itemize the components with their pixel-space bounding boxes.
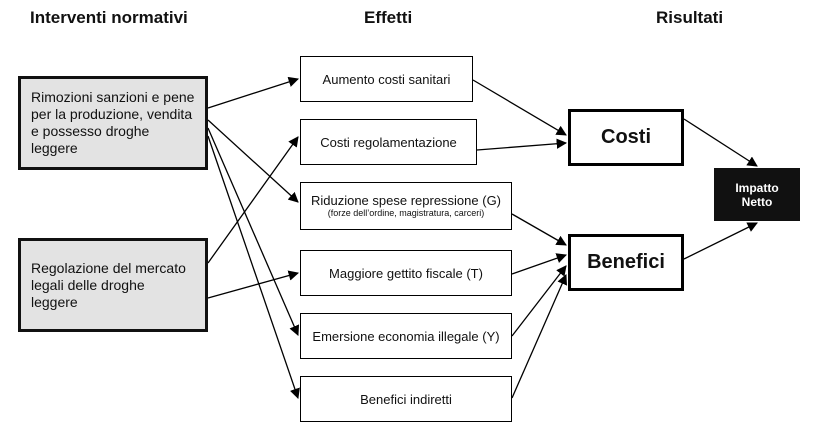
input-regolazione-mercato: Regolazione del mercato legali delle dro… bbox=[18, 238, 208, 332]
arrow-benefici-indiretti-benefici bbox=[511, 274, 567, 399]
effect-benefici-indiretti: Benefici indiretti bbox=[300, 376, 512, 422]
arrow-emersione-benefici bbox=[511, 265, 567, 337]
arrow-benefici-impatto bbox=[683, 222, 758, 260]
header-effetti: Effetti bbox=[364, 8, 413, 27]
arrow-rimozione-emersione bbox=[207, 127, 300, 336]
effect-label: Costi regolamentazione bbox=[320, 134, 457, 150]
arrow-gettito-benefici bbox=[511, 253, 567, 275]
effect-label: Riduzione spese repressione (G) bbox=[310, 193, 502, 208]
input-regolazione-label: Regolazione del mercato legali delle dro… bbox=[31, 259, 186, 310]
result-costi: Costi bbox=[568, 109, 684, 166]
effect-label: Aumento costi sanitari bbox=[322, 71, 451, 87]
effect-sublabel: (forze dell’ordine, magistratura, carcer… bbox=[327, 208, 485, 218]
input-rimozione-label: Rimozioni sanzioni e pene per la produzi… bbox=[31, 89, 195, 156]
arrow-regolazione-gettito bbox=[207, 270, 300, 299]
result-benefici: Benefici bbox=[568, 234, 684, 291]
arrow-regolazione-costi-regolamentazione bbox=[207, 136, 299, 264]
result-label: Costi bbox=[601, 126, 651, 148]
effect-emersione-economia-illegale: Emersione economia illegale (Y) bbox=[300, 313, 512, 359]
effect-label: Emersione economia illegale (Y) bbox=[312, 328, 500, 344]
header-risultati: Risultati bbox=[656, 8, 724, 27]
effect-costi-regolamentazione: Costi regolamentazione bbox=[300, 119, 477, 165]
result-impatto-netto: Impatto Netto bbox=[714, 168, 800, 221]
effect-aumento-costi-sanitari: Aumento costi sanitari bbox=[300, 56, 473, 102]
arrow-rimozione-riduzione-spese bbox=[207, 119, 299, 203]
arrow-rimozione-costi-sanitari bbox=[207, 76, 299, 109]
arrow-costi-impatto bbox=[683, 118, 758, 167]
arrow-riduzione-spese-benefici bbox=[511, 213, 567, 246]
header-interventi: Interventi normativi bbox=[30, 8, 188, 27]
result-label: Benefici bbox=[587, 251, 665, 273]
arrow-costi-sanitari-costi bbox=[472, 79, 567, 136]
result-label: Impatto Netto bbox=[735, 180, 779, 209]
effect-riduzione-spese-repressione: Riduzione spese repressione (G) (forze d… bbox=[300, 182, 512, 230]
effect-label: Benefici indiretti bbox=[360, 391, 452, 407]
input-rimozione-sanzioni: Rimozioni sanzioni e pene per la produzi… bbox=[18, 76, 208, 170]
effect-label: Maggiore gettito fiscale (T) bbox=[329, 265, 483, 281]
effect-maggiore-gettito-fiscale: Maggiore gettito fiscale (T) bbox=[300, 250, 512, 296]
arrow-rimozione-benefici-indiretti bbox=[207, 135, 300, 399]
arrow-costi-regolamentazione-costi bbox=[476, 138, 568, 151]
